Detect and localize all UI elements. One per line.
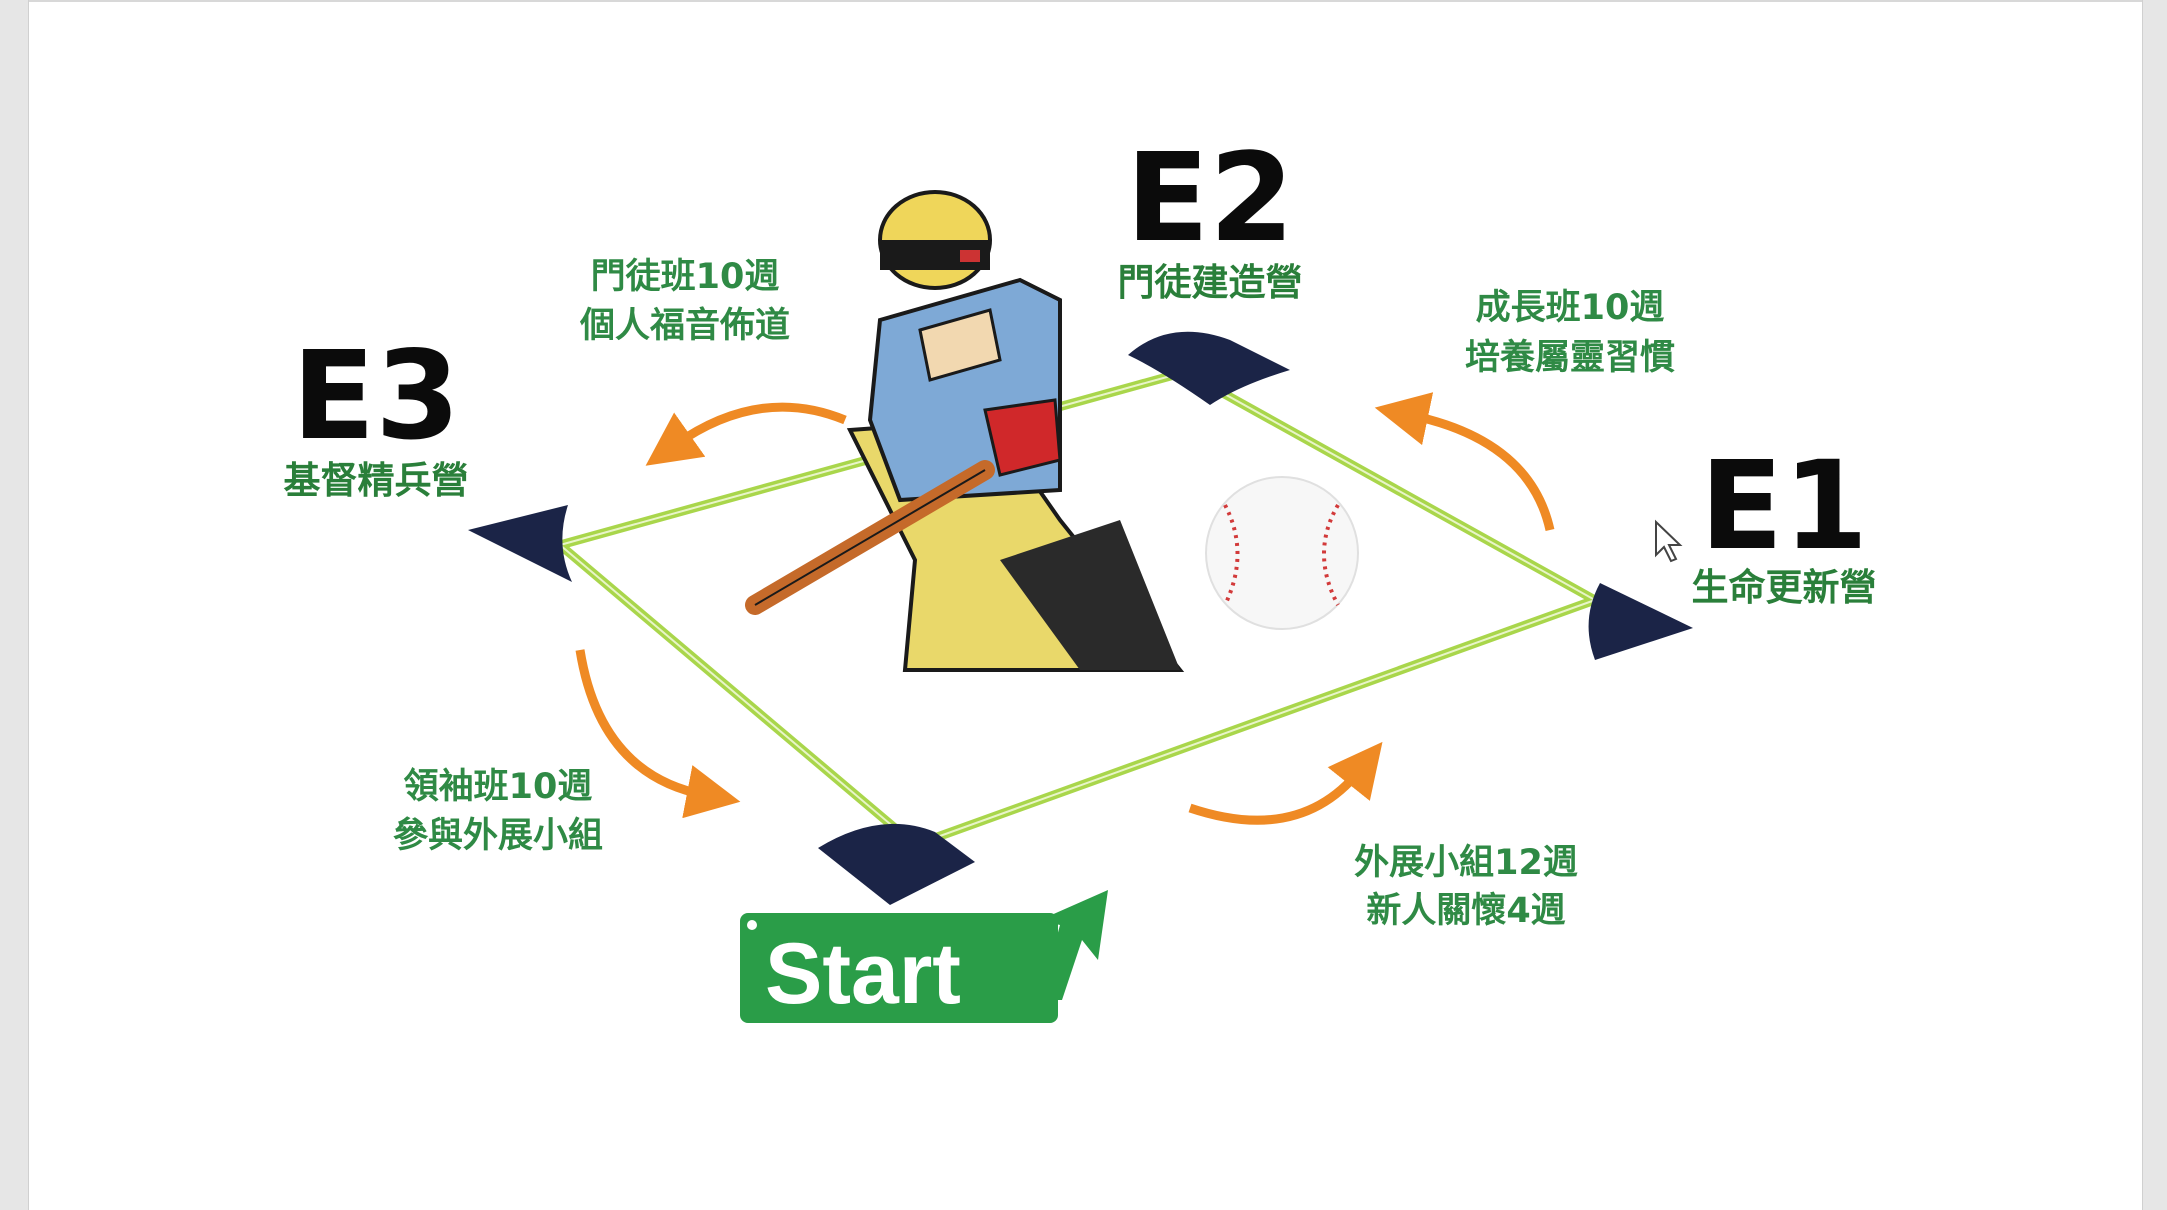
- step-home-e1-line1: 外展小組12週: [1354, 843, 1578, 883]
- base-e2-name: 門徒建造營: [1118, 261, 1303, 304]
- step-e3-home-line2: 參與外展小組: [393, 816, 603, 856]
- step-e2-e3-line1: 門徒班10週: [591, 257, 780, 297]
- step-home-e1-line2: 新人關懷4週: [1366, 891, 1565, 931]
- window-right-border: [2142, 0, 2167, 1210]
- window-left-border: [0, 0, 29, 1210]
- mouse-cursor-icon: [1655, 519, 1683, 563]
- base-e1: [1588, 583, 1693, 660]
- batter-illustration: [745, 190, 1185, 672]
- step-e2-e3-line2: 個人福音佈道: [579, 305, 790, 346]
- baseball-icon: [1205, 476, 1359, 630]
- step-e1-e2-line2: 培養屬靈習慣: [1465, 338, 1675, 378]
- window-top-edge: [0, 0, 2167, 2]
- home-plate: [818, 823, 975, 905]
- arrow-e3-to-home: [575, 649, 741, 819]
- start-label: Start: [765, 926, 961, 1022]
- base-e3-code: E3: [292, 325, 460, 467]
- base-e2-code: E2: [1126, 127, 1294, 269]
- base-e3-name: 基督精兵營: [284, 459, 469, 502]
- step-e1-e2-line1: 成長班10週: [1476, 288, 1665, 328]
- arrow-e1-to-e2: [1374, 392, 1555, 531]
- step-e3-home-line1: 領袖班10週: [404, 766, 593, 807]
- base-e1-code: E1: [1700, 435, 1868, 577]
- base-e3: [468, 505, 572, 582]
- start-badge: Start: [740, 890, 1108, 1023]
- base-e2: [1128, 331, 1290, 405]
- arrow-home-to-e1: [1188, 741, 1383, 825]
- base-e1-name: 生命更新營: [1692, 566, 1877, 609]
- arrow-e2-to-e3: [645, 402, 847, 466]
